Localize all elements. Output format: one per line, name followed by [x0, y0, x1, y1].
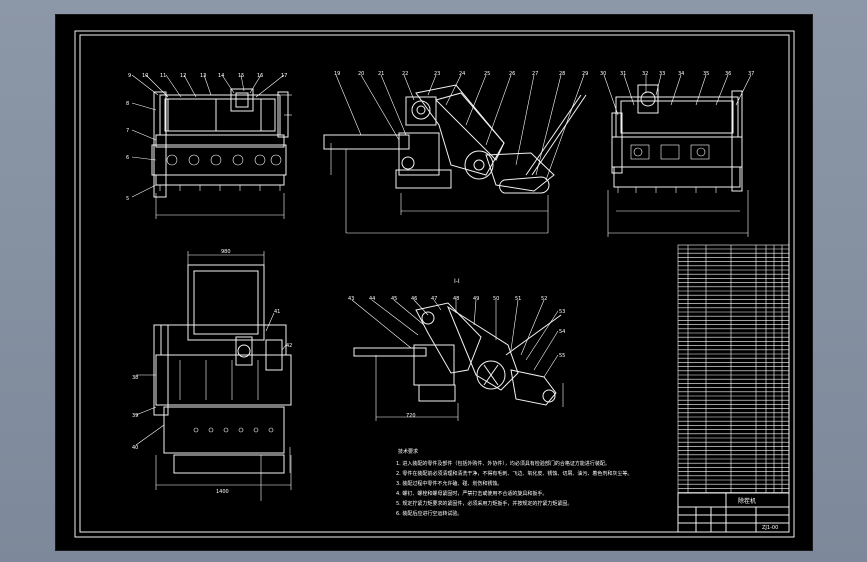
svg-text:6: 6 [126, 155, 129, 161]
svg-text:33: 33 [659, 71, 665, 77]
svg-text:14: 14 [218, 73, 224, 79]
svg-text:47: 47 [431, 296, 437, 302]
svg-text:28: 28 [559, 71, 565, 77]
svg-text:7: 7 [126, 128, 129, 134]
note-3: 3. 装配过程中零件不允许磕、碰、划伤和锈蚀。 [396, 480, 502, 487]
inner-frame [79, 34, 790, 533]
note-4: 4. 螺钉、螺栓和螺母紧固时，严禁打击或使用不合适的旋具和扳手。 [396, 490, 547, 497]
svg-text:55: 55 [559, 353, 565, 359]
note-5: 5. 规定拧紧力矩要求的紧固件，必须采用力矩扳手，并按规定的拧紧力矩紧固。 [396, 500, 572, 507]
svg-text:12: 12 [180, 73, 186, 79]
note-2: 2. 零件在装配前必须清理和清洗干净，不得有毛刺、飞边、氧化皮、锈蚀、切屑、油污… [396, 470, 632, 477]
svg-text:1400: 1400 [216, 489, 229, 495]
svg-text:41: 41 [274, 309, 280, 315]
svg-text:10: 10 [142, 73, 148, 79]
svg-text:8: 8 [126, 101, 129, 107]
svg-text:23: 23 [434, 71, 440, 77]
svg-text:15: 15 [238, 73, 244, 79]
svg-text:20: 20 [358, 71, 364, 77]
svg-text:54: 54 [559, 329, 565, 335]
svg-text:44: 44 [369, 296, 375, 302]
section-view: I-I 720 43 44 45 46 47 48 49 [348, 278, 565, 421]
svg-text:31: 31 [620, 71, 626, 77]
svg-text:720: 720 [406, 413, 416, 419]
rear-view: 30 31 32 33 34 35 36 37 [600, 71, 754, 237]
note-1: 1. 进入装配的零件及部件（包括外购件、外协件），均必须具有检验部门的合格证方能… [396, 460, 610, 467]
svg-text:9: 9 [128, 73, 131, 79]
svg-text:26: 26 [509, 71, 515, 77]
svg-text:40: 40 [132, 445, 138, 451]
note-6: 6. 装配后应进行空运转试验。 [396, 510, 462, 517]
svg-text:43: 43 [348, 296, 354, 302]
svg-text:38: 38 [132, 375, 138, 381]
cad-drawing: 9 10 11 12 13 14 15 16 17 8 7 6 5 [74, 30, 795, 538]
svg-text:13: 13 [200, 73, 206, 79]
svg-text:11: 11 [160, 73, 166, 79]
svg-text:21: 21 [378, 71, 384, 77]
svg-text:32: 32 [642, 71, 648, 77]
svg-text:17: 17 [281, 73, 287, 79]
svg-text:48: 48 [453, 296, 459, 302]
section-label: I-I [454, 278, 460, 285]
technical-notes: 技术要求 1. 进入装配的零件及部件（包括外购件、外协件），均必须具有检验部门的… [396, 448, 632, 517]
title-block-name: 除茬机 [738, 497, 756, 505]
parts-list [677, 244, 790, 494]
svg-text:16: 16 [257, 73, 263, 79]
notes-title: 技术要求 [398, 448, 418, 455]
svg-text:53: 53 [559, 309, 565, 315]
svg-text:980: 980 [221, 249, 231, 255]
svg-text:36: 36 [725, 71, 731, 77]
title-block: 除茬机 ZJ1-00 [677, 492, 790, 533]
outer-frame [74, 30, 795, 538]
side-view: 19 20 21 22 23 24 25 26 27 28 29 [323, 71, 588, 234]
plan-view: 980 1400 38 39 40 41 42 [132, 249, 292, 501]
title-block-code: ZJ1-00 [762, 525, 778, 531]
svg-text:35: 35 [703, 71, 709, 77]
svg-text:45: 45 [391, 296, 397, 302]
svg-text:27: 27 [532, 71, 538, 77]
svg-text:25: 25 [484, 71, 490, 77]
svg-text:29: 29 [582, 71, 588, 77]
svg-text:34: 34 [678, 71, 684, 77]
svg-text:19: 19 [334, 71, 340, 77]
svg-text:42: 42 [286, 343, 292, 349]
svg-text:39: 39 [132, 413, 138, 419]
svg-text:22: 22 [402, 71, 408, 77]
drawing-sheet: 9 10 11 12 13 14 15 16 17 8 7 6 5 [55, 14, 813, 551]
front-view: 9 10 11 12 13 14 15 16 17 8 7 6 5 [126, 73, 292, 219]
svg-text:37: 37 [748, 71, 754, 77]
svg-text:30: 30 [600, 71, 606, 77]
svg-text:5: 5 [126, 196, 129, 202]
svg-text:50: 50 [493, 296, 499, 302]
svg-text:46: 46 [411, 296, 417, 302]
svg-text:52: 52 [541, 296, 547, 302]
svg-text:51: 51 [515, 296, 521, 302]
svg-text:49: 49 [473, 296, 479, 302]
svg-text:24: 24 [459, 71, 465, 77]
